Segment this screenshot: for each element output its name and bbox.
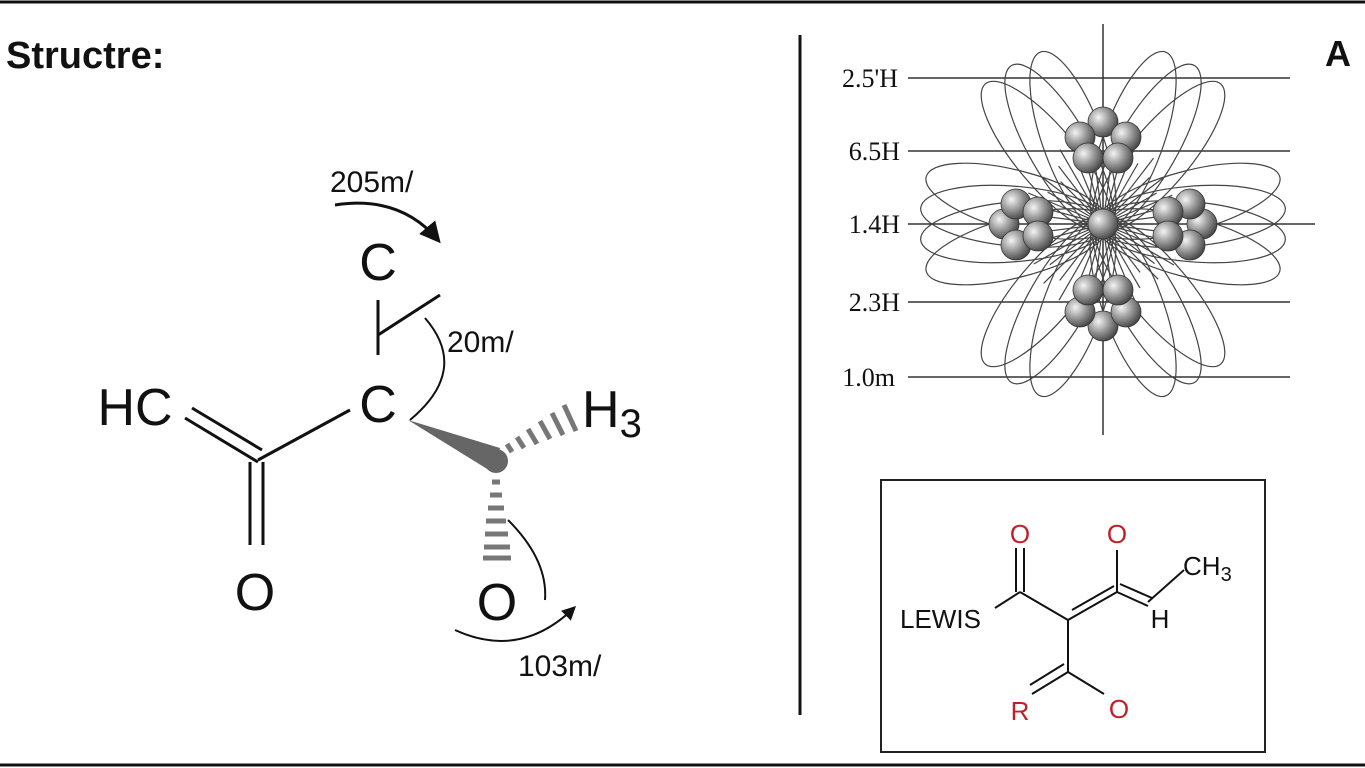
atom-o: O: [1107, 519, 1127, 549]
atom-sphere: [1087, 208, 1119, 240]
double-bond-b: [191, 406, 263, 452]
hash-bond-right: [504, 403, 579, 454]
left-structure: 205m/ C 20m/ C HC O H3 O 103m/: [97, 166, 641, 683]
panel-letter: A: [1325, 33, 1351, 74]
atom-sphere: [1072, 274, 1104, 306]
lewis-box: O O O R LEWIS H CH3: [880, 479, 1266, 753]
atom-sphere: [1102, 142, 1134, 174]
angle-arc: [409, 317, 446, 421]
atom-spheres: [988, 106, 1218, 342]
lewis-label: LEWIS: [900, 604, 981, 634]
atom-sphere: [1072, 142, 1104, 174]
level-label: 2.3H: [849, 288, 901, 317]
atom-r: R: [1011, 696, 1030, 726]
bottom-arc: [507, 519, 547, 601]
atom-c-mid: C: [359, 376, 397, 434]
rotation-arrow-bottom: [454, 606, 577, 642]
wedge-end: [484, 449, 508, 473]
level-label: 1.4H: [849, 210, 901, 239]
atom-sphere: [1087, 310, 1119, 342]
bond-c-carbonyl: [257, 408, 351, 462]
atom-h3: H3: [582, 381, 642, 446]
atom-o-left: O: [235, 564, 275, 622]
atom-o: O: [1010, 519, 1030, 549]
atom-hc: HC: [97, 379, 172, 437]
level-label: 1.0m: [842, 363, 895, 392]
wedge-bond: [408, 420, 500, 472]
atom-sphere: [1022, 220, 1054, 252]
title: Structre:: [6, 35, 164, 77]
atom-o: O: [1109, 694, 1129, 724]
orbital-panel: A 2.5'H 6.5H 1.4H 2.3H 1.0m: [842, 24, 1351, 435]
annotation-top: 205m/: [330, 166, 414, 199]
rotation-arrow-top: [334, 201, 441, 244]
hash-bond-down: [483, 479, 511, 561]
atom-sphere: [1152, 220, 1184, 252]
angle-mark: [377, 293, 441, 337]
level-label: 6.5H: [849, 137, 901, 166]
annotation-bottom: 103m/: [518, 650, 602, 683]
level-label: 2.5'H: [842, 64, 898, 93]
annotation-angle: 20m/: [447, 326, 514, 359]
atom-sphere: [1087, 106, 1119, 138]
atom-h: H: [1151, 604, 1170, 634]
atom-o-bottom: O: [477, 574, 517, 632]
atom-sphere: [1102, 274, 1134, 306]
double-bond-a: [184, 416, 259, 464]
atom-c-top: C: [359, 234, 397, 292]
atom-ch3: CH3: [1183, 551, 1232, 586]
